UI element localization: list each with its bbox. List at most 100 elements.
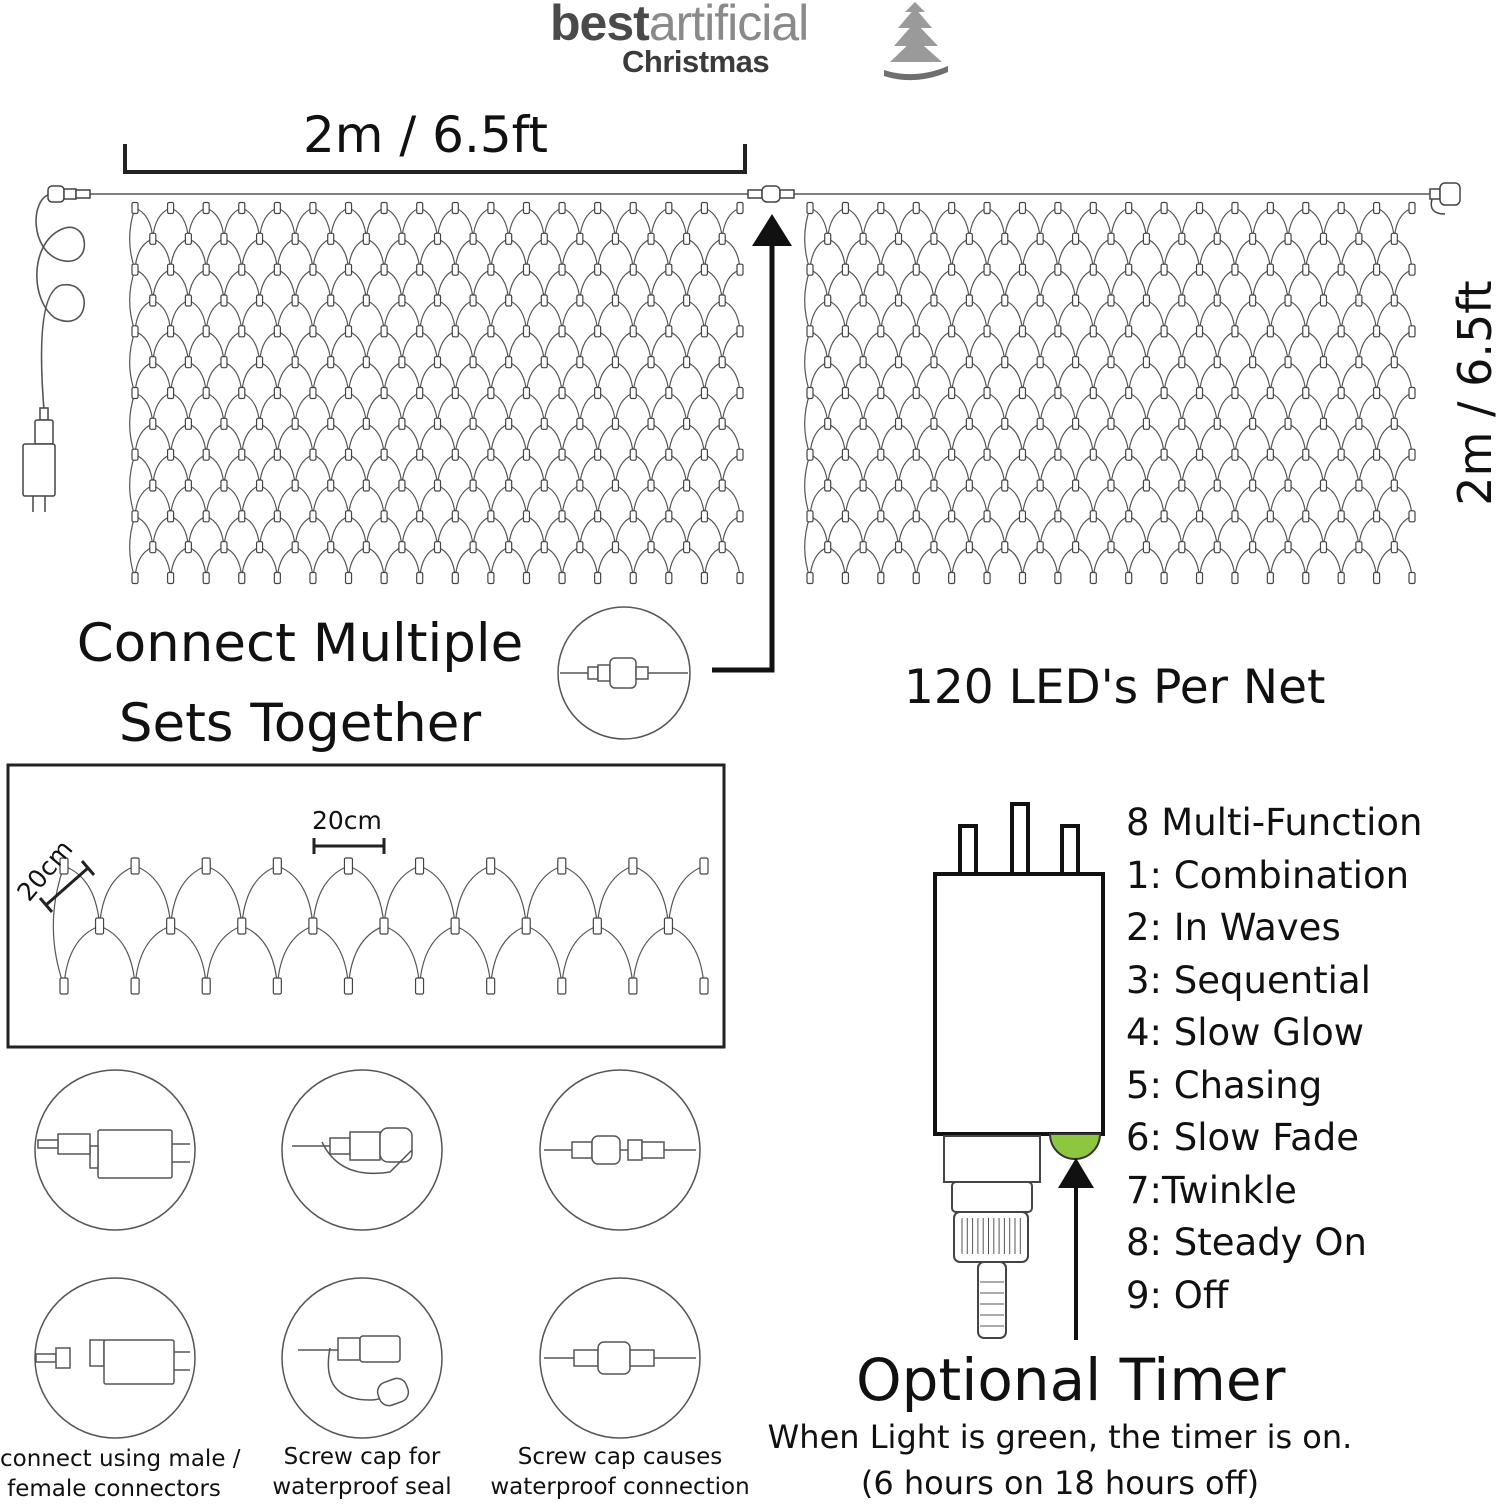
led-bulb [414, 977, 425, 995]
led-bulb [238, 448, 246, 461]
led-bulb [1302, 386, 1310, 400]
led-bulb [1337, 510, 1345, 523]
led-bulb [806, 325, 814, 338]
left-connector [47, 185, 91, 203]
led-bulb [184, 356, 192, 369]
led-bulb [362, 417, 370, 430]
led-bulb [1160, 571, 1168, 585]
led-bulb [1089, 325, 1097, 338]
led-bulb [416, 201, 424, 215]
led-bulb [629, 448, 637, 461]
led-bulb [487, 201, 495, 215]
led-bulb [1195, 325, 1204, 338]
led-bulb [912, 448, 920, 461]
led-bulb [1142, 417, 1151, 430]
led-bulb [1231, 571, 1239, 585]
caption-connectors: connect using male / female connectors [0, 1444, 241, 1504]
led-bulb [1284, 232, 1292, 245]
connector-detail-circle [557, 606, 691, 740]
net-edge [804, 207, 811, 579]
led-bulb [416, 386, 424, 400]
led-bulb [683, 294, 691, 307]
led-bulb [131, 263, 139, 276]
led-bulb [1249, 294, 1257, 307]
led-bulb [576, 541, 584, 554]
led-bulb [1231, 448, 1239, 461]
led-bulb [166, 201, 175, 215]
led-bulb [841, 263, 850, 276]
led-bulb [202, 571, 210, 585]
led-bulb [965, 417, 973, 430]
led-bulb [806, 571, 814, 585]
net-wire [809, 207, 1413, 579]
led-bulb [1284, 417, 1292, 430]
led-bulb [1018, 325, 1027, 338]
led-bulb [184, 479, 192, 492]
led-bulb [380, 571, 388, 585]
horizontal-spacing-label: 20cm [312, 806, 382, 835]
led-bulb [1213, 232, 1221, 245]
led-bulb [699, 857, 709, 875]
led-bulb [522, 510, 531, 523]
led-bulb [184, 541, 192, 554]
led-bulb [309, 325, 317, 338]
led-bulb [308, 917, 318, 935]
lead-cable [35, 193, 86, 411]
spacing-detail-box [6, 763, 726, 1049]
led-bulb [1213, 479, 1221, 492]
led-bulb [1266, 386, 1274, 400]
led-bulb [1195, 448, 1204, 461]
led-bulb [665, 448, 673, 461]
led-bulb [1160, 201, 1168, 215]
led-bulb [433, 417, 442, 430]
led-bulb [451, 386, 459, 400]
led-bulb [1390, 417, 1398, 430]
led-bulb [1071, 356, 1080, 369]
led-bulb [700, 325, 709, 338]
led-bulb [983, 448, 991, 461]
led-bulb [1142, 479, 1151, 492]
led-bulb [1249, 417, 1257, 430]
led-bulb [594, 201, 602, 215]
led-bulb [309, 448, 317, 461]
sealed-connection-detail-circle [539, 1277, 701, 1439]
led-bulb [1018, 448, 1027, 461]
christmas-tree-icon [884, 2, 948, 81]
led-bulb [486, 857, 496, 875]
led-bulb [558, 263, 566, 276]
led-bulb [1408, 201, 1416, 215]
led-bulb [416, 325, 424, 338]
led-bulb [736, 510, 744, 523]
led-bulb [451, 263, 459, 276]
led-bulb [291, 541, 299, 554]
led-bulb [433, 232, 442, 245]
led-bulb [1036, 541, 1044, 554]
led-bulb [1125, 386, 1133, 400]
led-bulb [1071, 232, 1080, 245]
led-bulb [1160, 263, 1168, 276]
led-bulb [149, 541, 157, 554]
led-bulb [594, 386, 602, 400]
led-bulb [1178, 294, 1186, 307]
led-bulb [344, 263, 353, 276]
led-bulb [948, 263, 956, 276]
led-bulb [1319, 541, 1328, 554]
led-bulb [1390, 479, 1398, 492]
mode-item: 9: Off [1126, 1273, 1229, 1317]
cap-off-detail-circle [281, 1277, 443, 1439]
led-bulb [1036, 479, 1044, 492]
led-bulb [736, 448, 744, 461]
function-mode-list: 8 Multi-Function 1: Combination 2: In Wa… [1126, 797, 1422, 1322]
end-cap [1429, 182, 1461, 215]
led-bulb [894, 232, 903, 245]
led-bulb [1284, 294, 1292, 307]
adapter-plug-ridges [961, 1218, 1021, 1327]
led-bulb [1408, 263, 1416, 276]
caption-waterproof-connection: Screw cap causes waterproof connection [482, 1442, 758, 1502]
leds-per-net-label: 120 LED's Per Net [904, 660, 1326, 715]
led-bulb [1302, 263, 1310, 276]
led-bulb [1107, 541, 1115, 554]
led-bulb [344, 510, 353, 523]
led-bulb [149, 479, 157, 492]
led-bulb [398, 232, 406, 245]
